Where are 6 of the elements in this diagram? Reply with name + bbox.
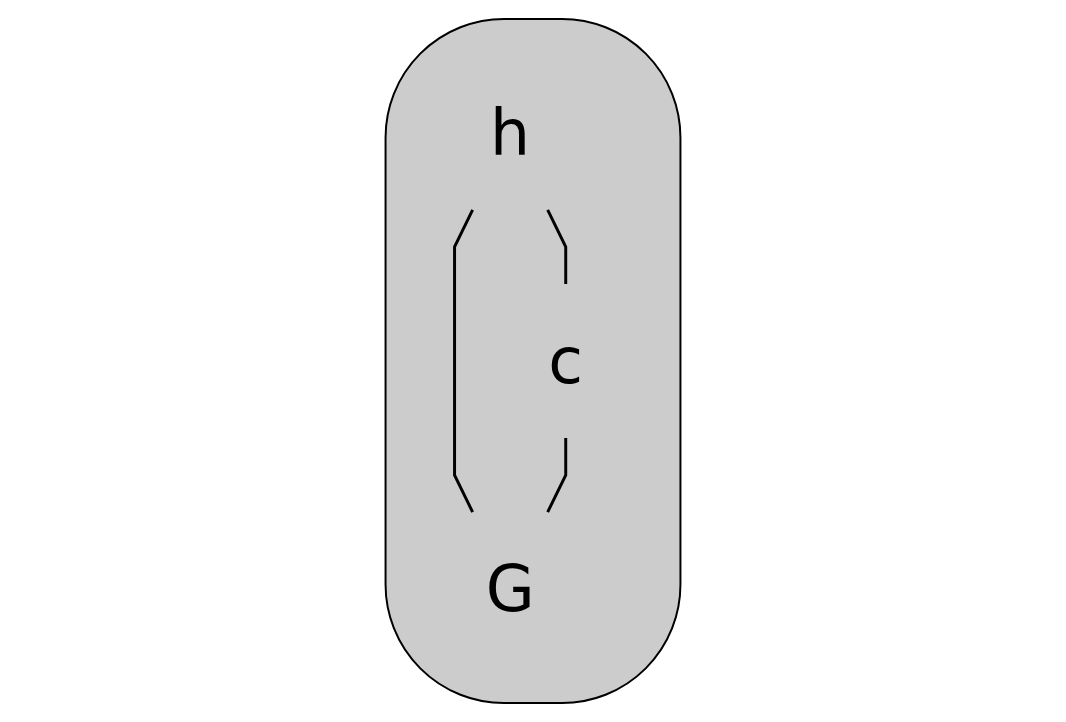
node-text: c <box>548 324 584 398</box>
node-text: G <box>485 552 535 626</box>
connector <box>453 209 474 513</box>
node-text: h <box>490 96 531 170</box>
connector <box>546 438 568 513</box>
connector <box>546 209 568 284</box>
